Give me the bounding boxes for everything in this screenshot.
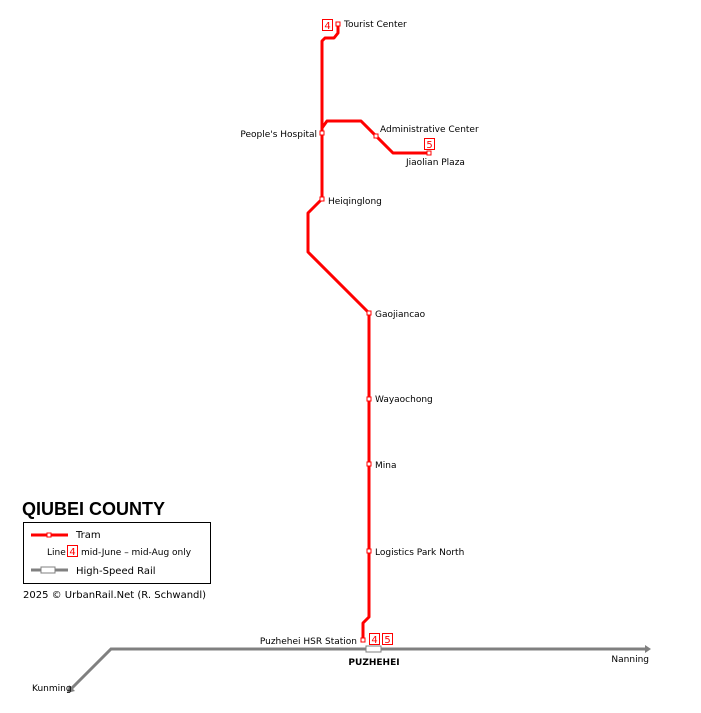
svg-text:4: 4 [324, 21, 330, 32]
line-badge-5-jiaolian: 5 [424, 138, 435, 151]
station-marker-jiaolian-plaza [426, 150, 432, 156]
station-marker-tourist-center [335, 21, 341, 27]
arrow-east-icon [645, 645, 651, 653]
station-label-heiqinglong: Heiqinglong [328, 197, 382, 207]
station-label-puzhehei-hsr: Puzhehei HSR Station [260, 637, 357, 647]
station-marker-wayaochong [366, 396, 372, 402]
svg-text:4: 4 [371, 635, 377, 646]
legend-line-badge: 4 [67, 545, 78, 558]
station-marker-logistics-park-north [366, 548, 372, 554]
svg-text:5: 5 [426, 140, 432, 151]
hsr-station-label: PUZHEHEI [348, 658, 399, 668]
svg-text:4: 4 [69, 547, 75, 558]
arrow-west-icon [67, 685, 75, 693]
map-title: QIUBEI COUNTY [22, 499, 165, 519]
station-label-jiaolian-plaza: Jiaolian Plaza [405, 158, 465, 168]
station-label-tourist-center: Tourist Center [343, 20, 407, 30]
station-marker-heiqinglong [319, 196, 325, 202]
station-marker-gaojiancao [366, 310, 372, 316]
station-label-gaojiancao: Gaojiancao [375, 310, 426, 320]
station-label-logistics-park-north: Logistics Park North [375, 548, 464, 558]
station-label-peoples-hospital: People's Hospital [240, 130, 317, 140]
tram-line [306, 24, 429, 640]
hsr-destination-west: Kunming [32, 684, 72, 694]
legend-line-prefix: Line [47, 548, 66, 558]
line-badge-5-puzhehei: 5 [382, 633, 393, 646]
station-marker-administrative-center [373, 133, 379, 139]
station-marker-puzhehei-hsr [360, 637, 366, 643]
station-markers [319, 21, 432, 643]
hsr-destination-east: Nanning [611, 655, 649, 665]
line-badge-4-puzhehei: 4 [369, 633, 380, 646]
legend-hsr-label: High-Speed Rail [76, 566, 156, 577]
hsr-station-marker [365, 645, 382, 653]
station-label-wayaochong: Wayaochong [375, 395, 433, 405]
svg-text:5: 5 [384, 635, 390, 646]
station-marker-mina [366, 461, 372, 467]
legend-seasonal-label: mid-June – mid-Aug only [81, 548, 192, 558]
copyright: 2025 © UrbanRail.Net (R. Schwandl) [23, 590, 206, 601]
hsr-line [67, 645, 651, 693]
legend-tram-label: Tram [75, 530, 101, 541]
station-marker-peoples-hospital [319, 130, 325, 136]
station-label-administrative-center: Administrative Center [380, 125, 479, 135]
line-badge-4-tourist: 4 [322, 19, 333, 32]
station-label-mina: Mina [375, 461, 397, 471]
